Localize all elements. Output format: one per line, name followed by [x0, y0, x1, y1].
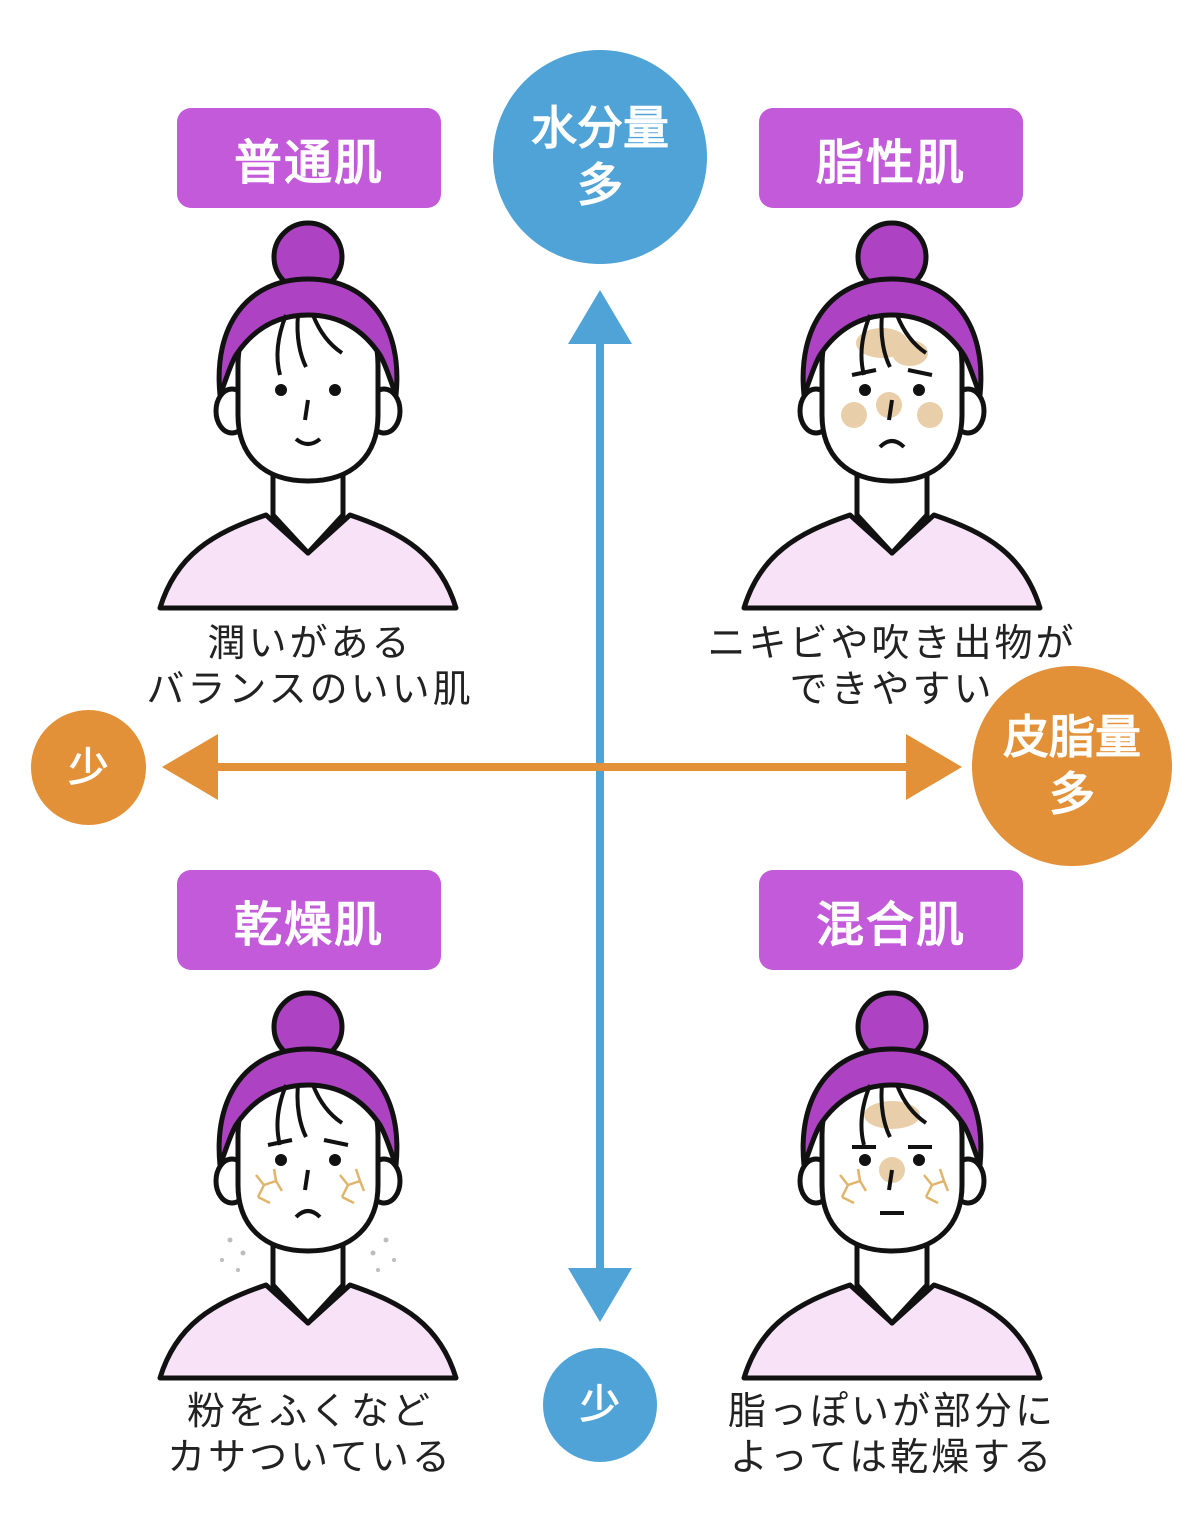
axis-top-label: 水分量: [531, 100, 669, 155]
label-dry-skin: 乾燥肌: [177, 870, 441, 970]
desc-combination-line2: よっては乾燥する: [729, 1435, 1055, 1480]
arrow-down-icon: [568, 1268, 632, 1322]
desc-oily-line1: ニキビや吹き出物が: [707, 621, 1077, 665]
desc-dry-skin: 粉をふくなど カサついている: [100, 1388, 520, 1481]
axis-top-value: 多: [577, 158, 623, 212]
desc-combination-skin: 脂っぽいが部分に よっては乾燥する: [682, 1388, 1102, 1481]
desc-combination-line1: 脂っぽいが部分に: [727, 1389, 1056, 1433]
label-normal-skin: 普通肌: [177, 108, 441, 208]
face-combination: [741, 990, 1043, 1381]
desc-normal-line2: バランスのいい肌: [146, 667, 474, 712]
axis-left-circle: 少: [31, 710, 146, 825]
axis-top-circle: 水分量 多: [493, 50, 707, 264]
axis-right-circle: 皮脂量 多: [972, 666, 1172, 866]
face-oily: [741, 220, 1043, 611]
desc-dry-line2: カサついている: [167, 1435, 453, 1480]
axis-bottom-label: 少: [580, 1382, 620, 1428]
face-normal: [157, 220, 459, 611]
dry-cracks-icon: [839, 1168, 950, 1205]
face-dry: [157, 990, 459, 1381]
desc-dry-line1: 粉をふくなど: [186, 1389, 433, 1433]
axis-left-label: 少: [68, 744, 109, 791]
arrow-left-icon: [162, 734, 218, 800]
oil-spots-icon: [864, 1101, 920, 1183]
arrow-up-icon: [568, 290, 632, 344]
arrow-right-icon: [906, 734, 962, 800]
label-oily-skin: 脂性肌: [759, 108, 1023, 208]
dry-cracks-icon: [255, 1168, 366, 1205]
desc-oily-line2: できやすい: [789, 667, 995, 712]
label-combination-skin: 混合肌: [759, 870, 1023, 970]
axis-right-label: 皮脂量: [1003, 709, 1141, 764]
axis-bottom-circle: 少: [543, 1348, 657, 1462]
axis-right-value: 多: [1049, 767, 1095, 821]
desc-normal-skin: 潤いがある バランスのいい肌: [100, 620, 520, 713]
desc-oily-skin: ニキビや吹き出物が できやすい: [682, 620, 1102, 713]
desc-normal-line1: 潤いがある: [207, 621, 413, 665]
dry-flakes-icon: [220, 1237, 396, 1272]
